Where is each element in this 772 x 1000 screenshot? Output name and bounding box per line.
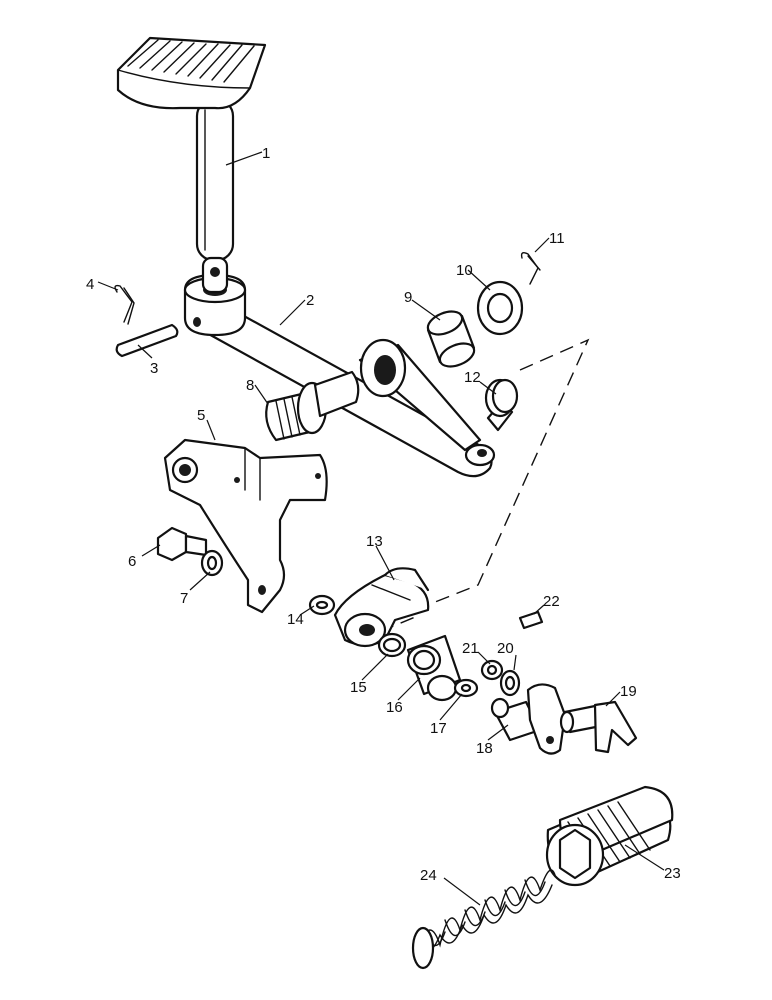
callout-5: 5 <box>197 407 205 424</box>
callout-19: 19 <box>620 683 637 700</box>
callout-21: 21 <box>462 640 479 657</box>
callout-4: 4 <box>86 276 94 293</box>
part-11-split-pin <box>520 251 541 285</box>
callout-9: 9 <box>404 289 412 306</box>
part-5-bracket <box>163 438 328 614</box>
part-3-pin <box>115 323 179 358</box>
part-19-fork <box>559 700 638 754</box>
callout-3: 3 <box>150 360 158 377</box>
callout-labels: 1 2 3 4 5 6 7 8 9 10 11 12 13 14 15 16 1… <box>86 145 681 884</box>
callout-7: 7 <box>180 590 188 607</box>
part-16-sleeve-bush <box>406 634 462 702</box>
part-6-bolt <box>156 526 208 562</box>
callout-24: 24 <box>420 867 437 884</box>
part-14-circlip <box>308 594 336 616</box>
part-18-selector-lever <box>490 683 567 755</box>
part-4-split-pin <box>114 284 135 325</box>
callout-16: 16 <box>386 699 403 716</box>
part-21-circlip <box>480 659 504 681</box>
callout-11: 11 <box>549 230 565 247</box>
part-23-coupling-sleeve <box>545 785 674 887</box>
callout-18: 18 <box>476 740 493 757</box>
part-17-circlip <box>453 678 479 698</box>
callout-15: 15 <box>350 679 367 696</box>
callout-8: 8 <box>246 377 254 394</box>
callout-14: 14 <box>287 611 304 628</box>
callout-22: 22 <box>543 593 560 610</box>
part-7-spring-washer <box>200 549 224 577</box>
dashed-guide-line <box>409 338 590 613</box>
part-10-washer <box>476 280 524 336</box>
callout-10: 10 <box>456 262 473 279</box>
part-12-clevis-pin <box>484 378 519 432</box>
callout-23: 23 <box>664 865 681 882</box>
leader-lines <box>97 151 665 906</box>
part-13-cam-lever <box>333 567 430 648</box>
part-1-pedal-shaft <box>116 36 267 294</box>
callout-12: 12 <box>464 369 481 386</box>
part-9-bush <box>426 310 476 368</box>
callout-2: 2 <box>306 292 314 309</box>
part-22-key <box>518 610 544 630</box>
callout-6: 6 <box>128 553 136 570</box>
callout-17: 17 <box>430 720 447 737</box>
callout-13: 13 <box>366 533 383 550</box>
part-24-coil-spring <box>411 869 556 970</box>
part-20-washer <box>499 669 521 697</box>
part-8-stud-bolt <box>265 370 360 442</box>
part-15-o-ring <box>377 632 407 658</box>
callout-1: 1 <box>262 145 270 162</box>
callout-20: 20 <box>497 640 514 657</box>
